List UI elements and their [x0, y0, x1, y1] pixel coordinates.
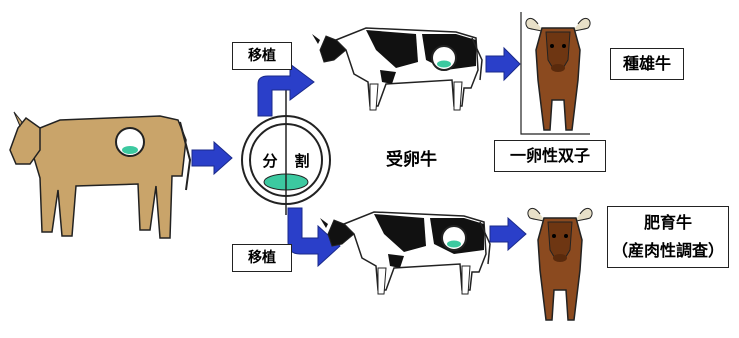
recipient-label: 受卵牛	[386, 145, 437, 170]
arrow-to-bull-top-icon	[485, 46, 521, 82]
transplant-label-top-text: 移植	[248, 48, 276, 64]
transplant-label-bottom-text: 移植	[248, 250, 276, 266]
arrow-to-bull-bottom-icon	[489, 216, 527, 252]
fattening-label: 肥育牛 （産肉性調査）	[607, 206, 729, 268]
arrow-transplant-up-icon	[257, 63, 315, 117]
transplant-label-bottom: 移植	[232, 244, 292, 272]
recipient-label-text: 受卵牛	[386, 150, 437, 170]
donor-cow	[9, 111, 192, 239]
bull-label-text: 種雄牛	[622, 54, 671, 73]
donor-embryo-icon	[122, 146, 138, 154]
twins-label: 一卵性双子	[494, 140, 606, 172]
split-dish: 分 割	[241, 90, 331, 215]
fattening-bull	[527, 207, 593, 321]
recipient-cow-bottom	[319, 211, 491, 295]
fattening-label-line2: （産肉性調査）	[611, 241, 724, 260]
fattening-label-line1: 肥育牛	[643, 213, 692, 232]
twin-bracket	[520, 12, 590, 135]
bull-label: 種雄牛	[610, 48, 684, 80]
split-char-1: 分	[262, 152, 277, 170]
transplant-label-top: 移植	[232, 42, 292, 70]
twins-label-text: 一卵性双子	[509, 146, 590, 165]
arrow-to-split-icon	[191, 140, 233, 176]
recipient-cow-top	[311, 27, 483, 111]
breeding-bull	[525, 17, 591, 131]
split-char-2: 割	[294, 152, 309, 170]
